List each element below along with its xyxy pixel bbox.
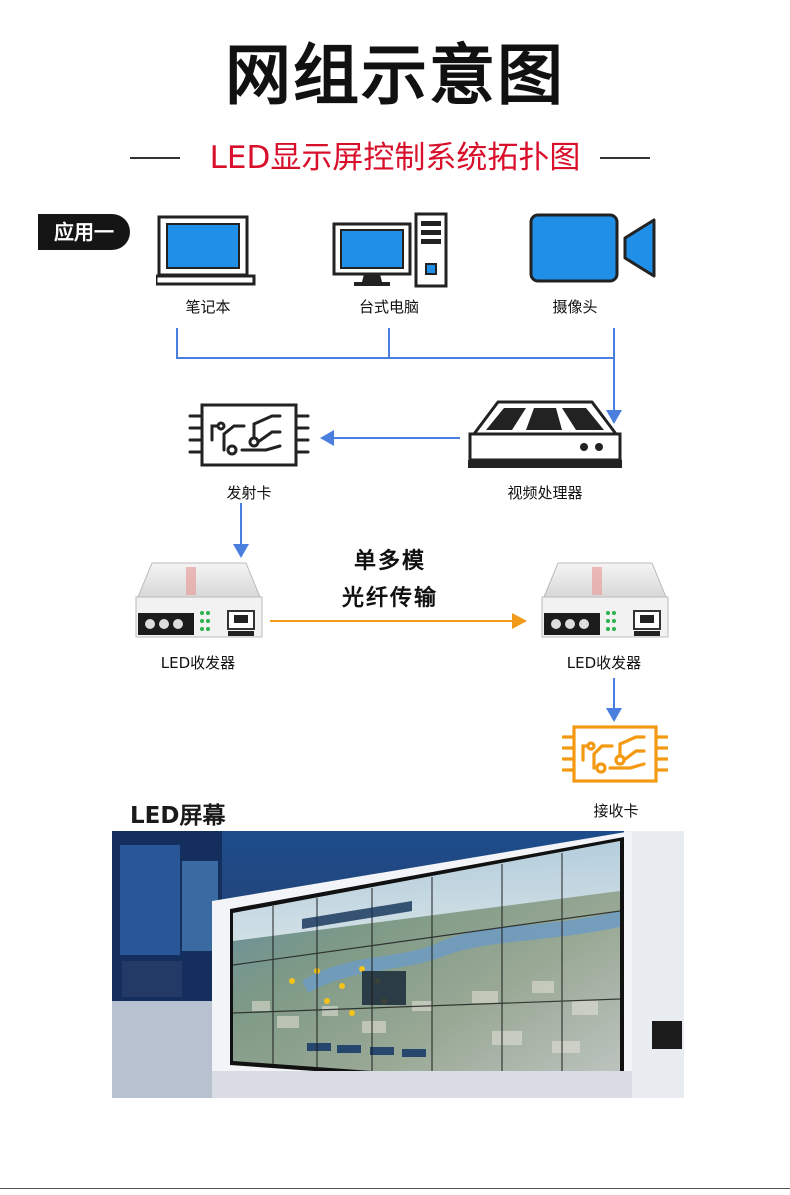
led-wall-illustration <box>112 831 684 1098</box>
processor-to-sender-arrow <box>320 430 334 446</box>
laptop-icon <box>156 214 256 286</box>
transceiver-right-label: LED收发器 <box>524 652 684 673</box>
sender-card-label: 发射卡 <box>169 482 329 503</box>
laptop-label: 笔记本 <box>128 296 288 317</box>
sender-to-transceiver-arrow <box>233 544 249 558</box>
led-screen-photo <box>112 831 684 1098</box>
camera-icon <box>528 212 660 284</box>
video-processor-label: 视频处理器 <box>465 482 625 503</box>
receiver-card-icon <box>562 724 668 784</box>
fiber-transmission-label: 光纤传输 <box>310 580 470 612</box>
fiber-arrow <box>512 613 527 629</box>
desktop-label: 台式电脑 <box>309 296 469 317</box>
transceiver-right-icon <box>540 561 670 641</box>
transceiver-left-icon <box>134 561 264 641</box>
transceiver-left-label: LED收发器 <box>118 652 278 673</box>
transceiver-to-receiver-arrow <box>606 708 622 722</box>
fiber-mode-label: 单多模 <box>310 543 470 575</box>
desktop-computer-icon <box>332 212 452 288</box>
video-processor-icon <box>464 398 626 472</box>
led-screen-title: LED屏幕 <box>130 796 225 830</box>
sender-card-icon <box>188 402 310 468</box>
bottom-divider <box>0 1188 790 1189</box>
camera-label: 摄像头 <box>495 296 655 317</box>
receiver-card-label: 接收卡 <box>536 800 696 821</box>
